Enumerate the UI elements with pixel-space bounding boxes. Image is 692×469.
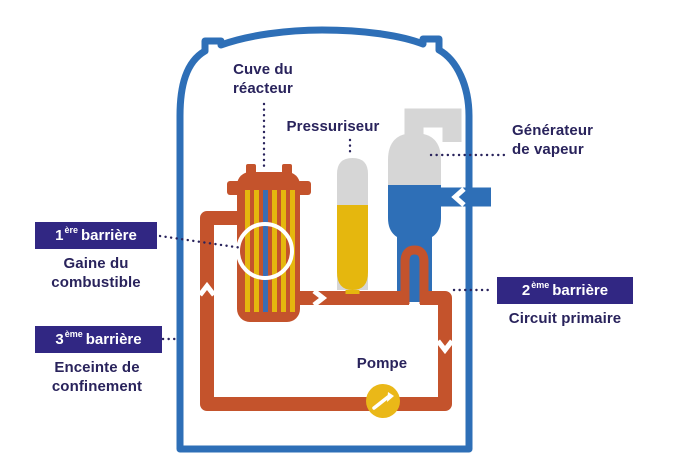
- pressurizer-label: Pressuriseur: [286, 118, 380, 135]
- primary-cold-leg-pipe: [200, 211, 452, 411]
- fuel-cladding-highlight-circle: [236, 222, 294, 280]
- pump-label: Pompe: [356, 355, 408, 372]
- barrier-2-description: Circuit primaire: [508, 310, 622, 327]
- barrier-3-word: barrière: [85, 331, 142, 348]
- barrier-2-number: 2: [521, 282, 531, 299]
- pump-icon: [372, 395, 390, 410]
- barrier-2-ordinal: ème: [531, 280, 550, 290]
- barrier-3-description: Enceinte de confinement: [51, 359, 143, 395]
- fuel-rod: [281, 190, 286, 312]
- steam-generator-label: Générateur de vapeur: [512, 122, 594, 158]
- fuel-rod: [272, 190, 277, 312]
- barrier-2-word: barrière: [552, 282, 609, 299]
- barrier-1-ordinal: ère: [64, 225, 78, 235]
- steam-generator-steam-dome: [388, 133, 441, 185]
- steam-generator-u-tube: [400, 245, 429, 304]
- barrier-3-ordinal: ème: [64, 329, 83, 339]
- flow-arrow-up-icon: [198, 281, 216, 297]
- barrier-3-number: 3: [55, 331, 64, 348]
- flow-arrow-down-icon: [436, 339, 454, 355]
- reactor-vessel-nozzle-right: [297, 181, 311, 195]
- pressurizer-bottom: [337, 205, 368, 290]
- feedwater-arrow-left-icon: [451, 187, 466, 207]
- reactor-vessel-label: Cuve du réacteur: [232, 61, 293, 97]
- control-rod: [263, 190, 268, 312]
- barrier-1-word: barrière: [80, 227, 137, 244]
- steam-generator-water-section: [388, 185, 441, 241]
- fuel-rod: [245, 190, 250, 312]
- fuel-rod: [254, 190, 259, 312]
- barrier-1-number: 1: [55, 227, 64, 244]
- flow-arrow-right-icon: [312, 289, 328, 307]
- barrier-1-description: Gaine du combustible: [51, 255, 141, 291]
- containment-outline: [176, 26, 473, 453]
- pump-icon-arrowhead: [387, 392, 394, 402]
